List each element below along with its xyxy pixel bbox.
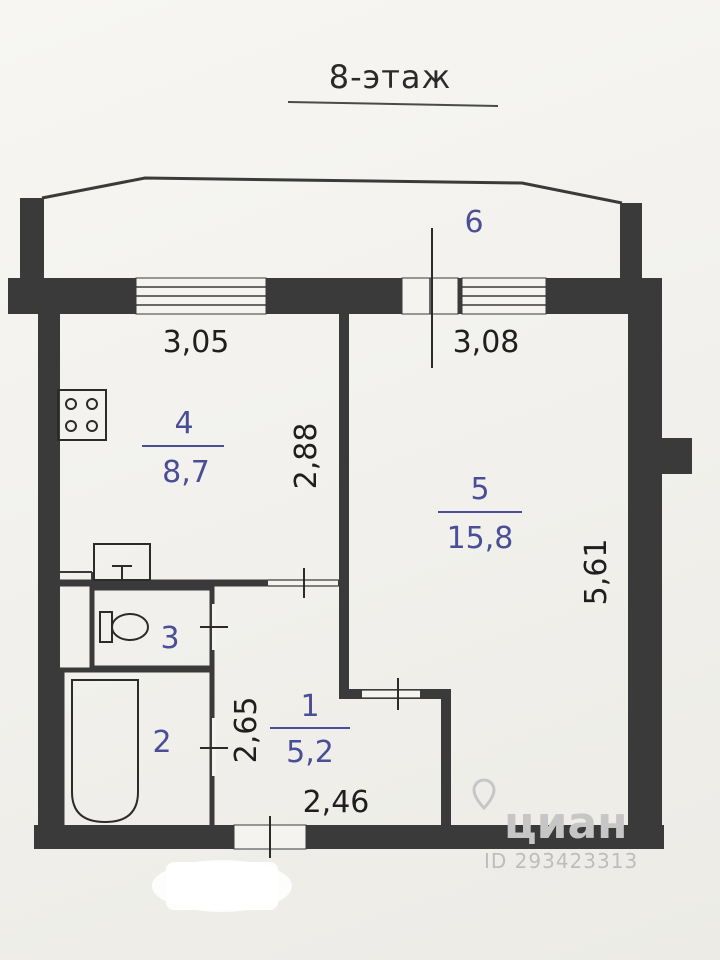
title-underline xyxy=(287,101,499,107)
balcony-wall-left xyxy=(20,198,44,280)
watermark-logo: циан xyxy=(504,798,628,849)
balcony-door xyxy=(401,277,459,315)
room-5-area: 15,8 xyxy=(447,521,514,556)
room-4-area: 8,7 xyxy=(162,455,210,490)
room-door xyxy=(362,678,420,710)
kitchen-length-dimension: 2,88 xyxy=(289,423,324,490)
shaft-niche xyxy=(660,438,692,474)
floor-title: 8-этаж xyxy=(329,58,452,96)
toilet-icon xyxy=(99,611,149,643)
room-width-dimension: 3,08 xyxy=(453,325,520,360)
balcony-outline xyxy=(41,176,623,205)
room-length-dimension: 5,61 xyxy=(579,539,614,606)
watermark: циан ID 293423313 xyxy=(472,778,638,873)
sink-icon xyxy=(93,543,151,581)
entrance-door xyxy=(233,816,307,858)
room-4-number: 4 xyxy=(174,406,193,441)
redacted-area xyxy=(152,860,292,912)
room-1-number: 1 xyxy=(300,689,319,724)
wc-walls xyxy=(89,585,215,671)
room-1-area: 5,2 xyxy=(286,735,334,770)
location-pin-icon xyxy=(472,778,496,811)
top-exterior-wall xyxy=(8,278,660,314)
kitchen-window xyxy=(135,277,267,315)
kitchen-door xyxy=(268,568,338,598)
left-exterior-wall xyxy=(38,314,60,844)
room-2-number: 2 xyxy=(152,725,171,760)
balcony-wall-right xyxy=(620,203,642,278)
hall-width-dimension: 2,46 xyxy=(303,785,370,820)
room-5-number: 5 xyxy=(470,472,489,507)
bathtub-icon xyxy=(71,679,139,824)
room-window xyxy=(461,277,547,315)
room-6-number: 6 xyxy=(464,205,483,240)
hall-length-dimension: 2,65 xyxy=(229,697,264,764)
interior-wall-main xyxy=(339,314,451,826)
room-3-number: 3 xyxy=(160,621,179,656)
stove-icon xyxy=(57,389,107,441)
kitchen-width-dimension: 3,05 xyxy=(163,325,230,360)
right-exterior-wall xyxy=(628,278,662,844)
watermark-id: ID 293423313 xyxy=(484,849,638,873)
